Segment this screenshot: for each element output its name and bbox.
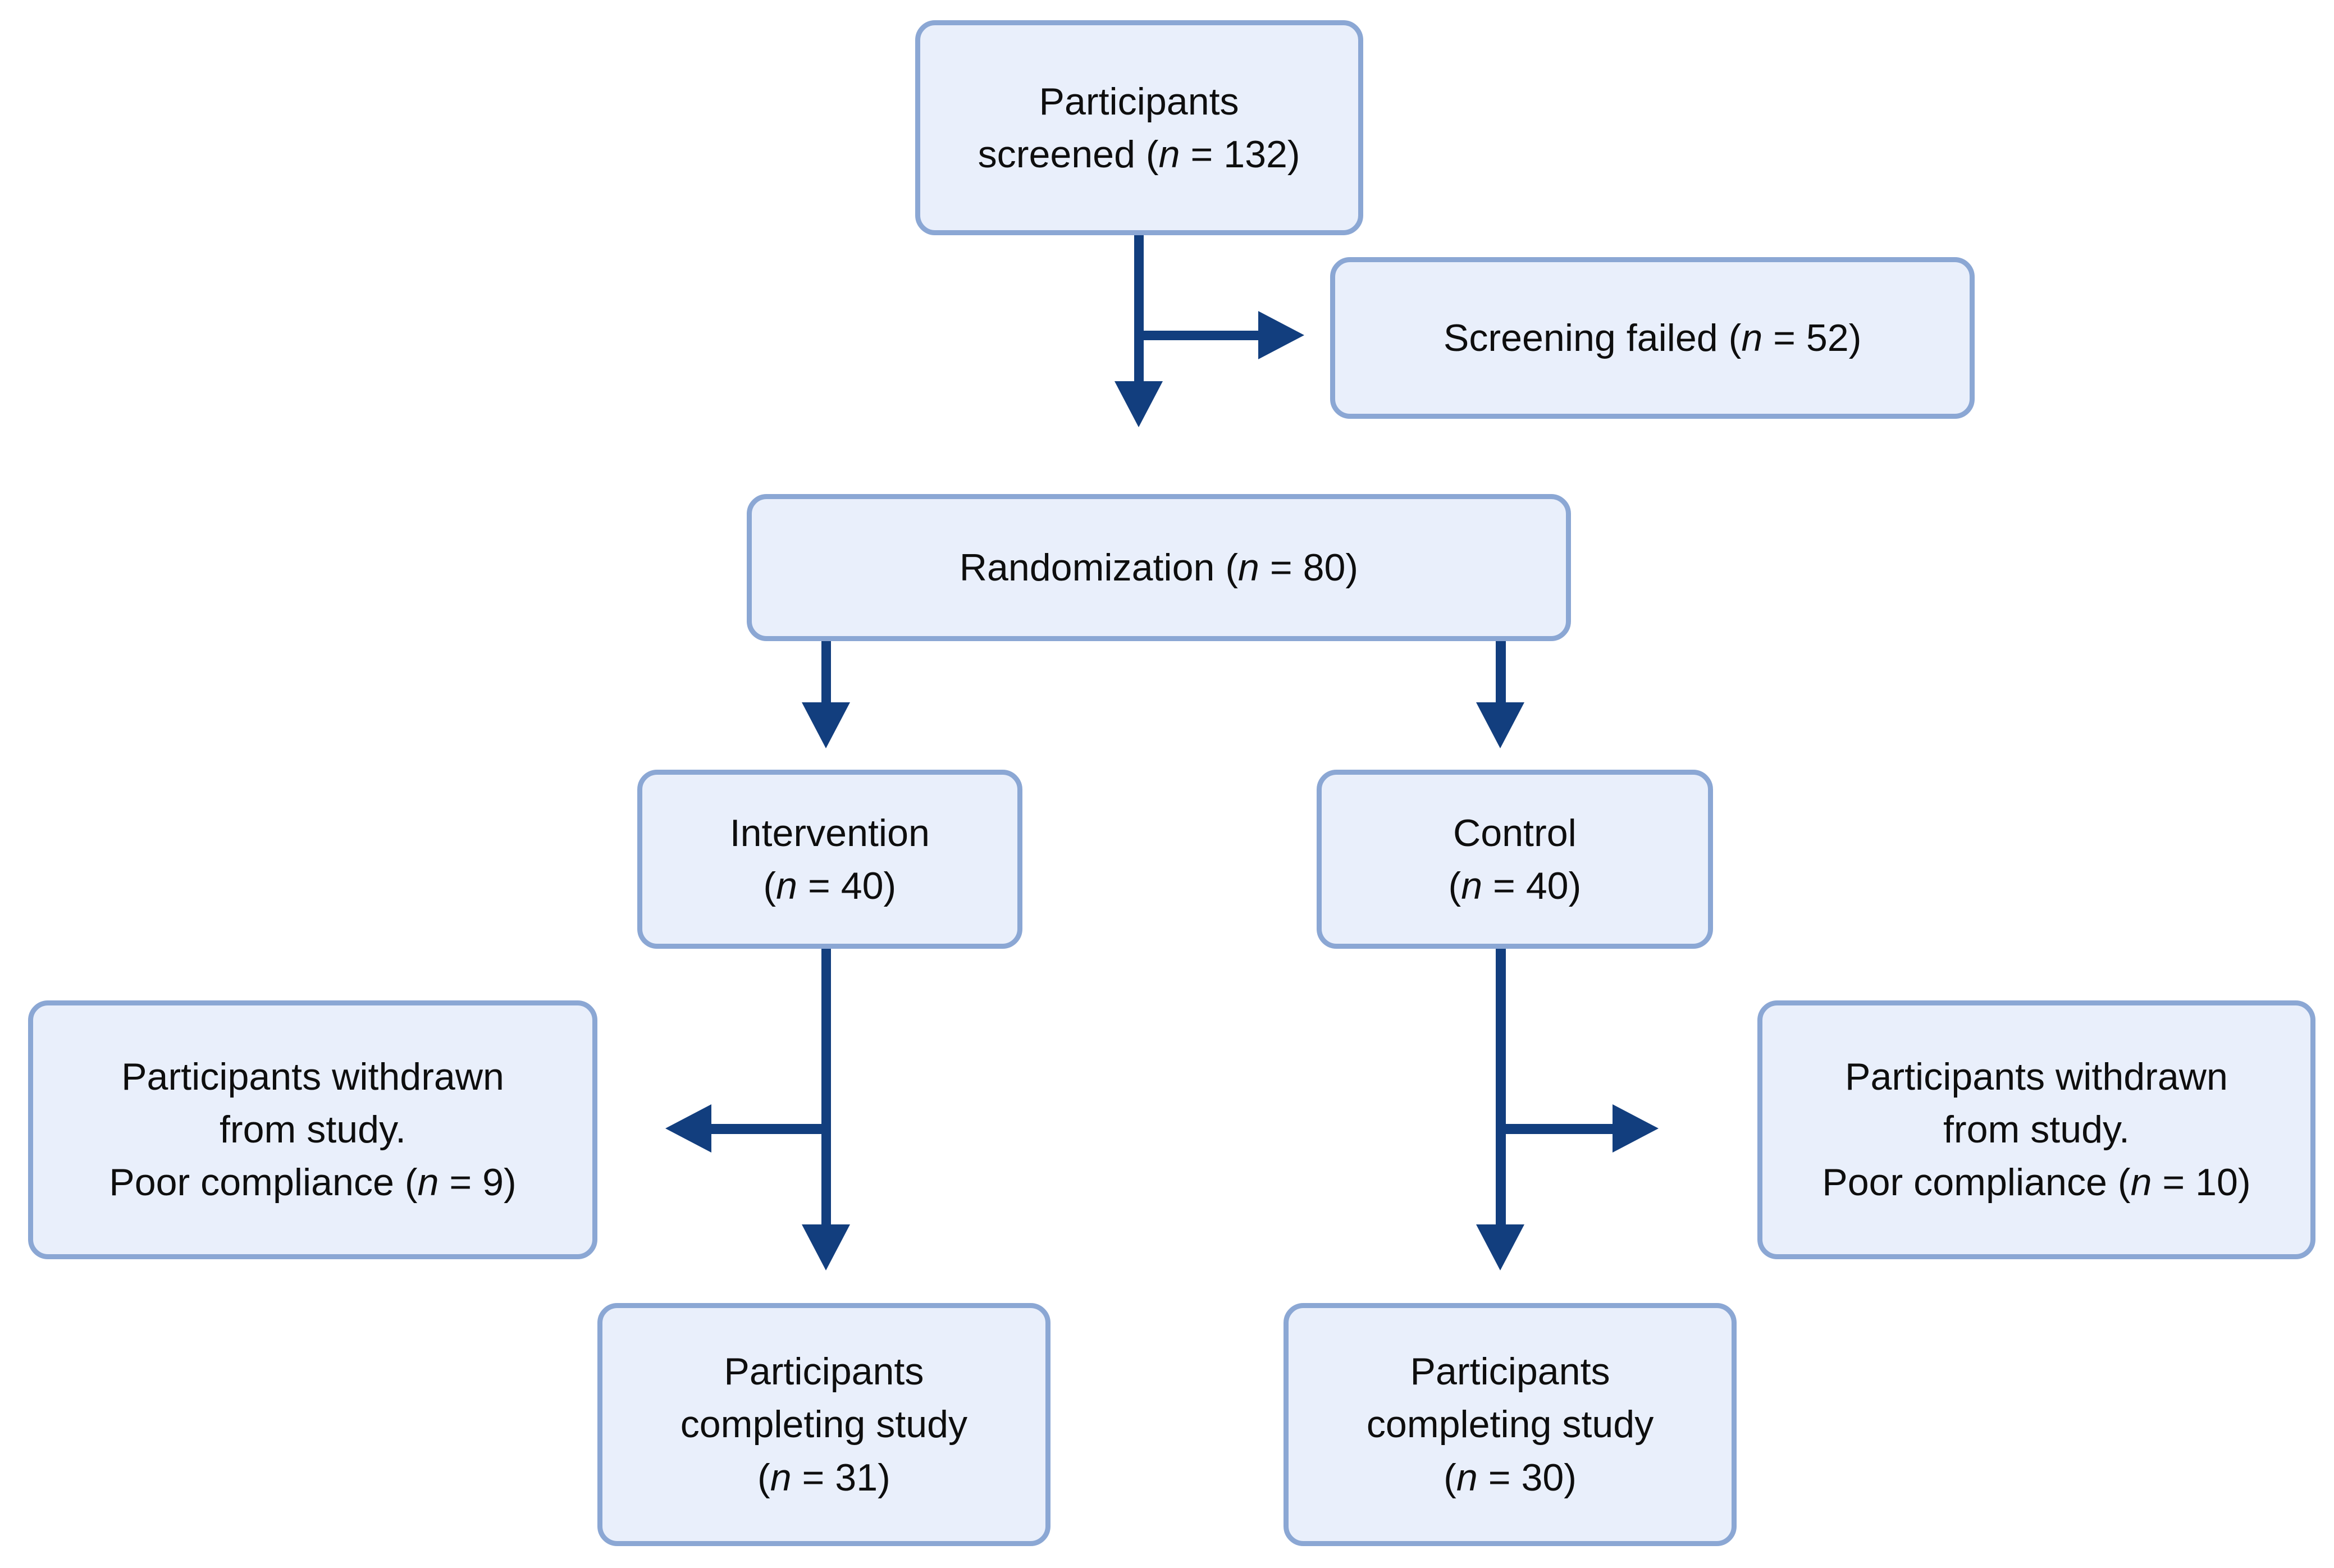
arrow-screened-down-line	[1134, 235, 1144, 381]
box-line: Poor compliance (n = 10)	[1822, 1161, 2251, 1204]
box-line: Randomization (n = 80)	[959, 546, 1359, 589]
box-line: Intervention	[729, 811, 930, 854]
arrowhead-down	[801, 1224, 850, 1271]
arrow-to-control-line	[1496, 641, 1506, 703]
box-line: Poor compliance (n = 9)	[109, 1161, 517, 1204]
box-line: (n = 30)	[1444, 1456, 1577, 1499]
box-line: (n = 31)	[757, 1456, 890, 1499]
box-completing-intervention: Participants completing study (n = 31)	[597, 1303, 1050, 1546]
arrow-screening-failed-line	[1139, 330, 1258, 341]
box-screening-failed: Screening failed (n = 52)	[1330, 257, 1975, 419]
arrow-control-down-line	[1496, 948, 1506, 1225]
arrow-intervention-down-line	[821, 948, 832, 1225]
box-intervention: Intervention (n = 40)	[637, 770, 1022, 949]
arrowhead-down	[1476, 1224, 1525, 1271]
arrow-withdrawn-intervention-line	[709, 1124, 831, 1134]
arrow-to-intervention-line	[821, 641, 832, 703]
arrowhead-down	[1476, 702, 1525, 749]
box-withdrawn-control: Participants withdrawn from study. Poor …	[1757, 1000, 2315, 1259]
box-completing-control: Participants completing study (n = 30)	[1284, 1303, 1737, 1546]
box-line: Participants	[724, 1350, 924, 1393]
arrowhead-down	[1114, 381, 1163, 427]
box-line: completing study	[1366, 1403, 1654, 1446]
arrow-withdrawn-control-line	[1496, 1124, 1613, 1134]
arrowhead-down	[801, 702, 850, 749]
arrowhead-right	[1258, 311, 1304, 360]
box-randomization: Randomization (n = 80)	[747, 493, 1571, 642]
box-line: (n = 40)	[763, 864, 897, 907]
arrowhead-right	[1613, 1104, 1659, 1153]
box-line: from study.	[1943, 1108, 2130, 1151]
box-participants-screened: Participants screened (n = 132)	[915, 20, 1363, 235]
box-line: screened (n = 132)	[978, 132, 1300, 176]
arrowhead-left	[665, 1104, 711, 1153]
box-line: Participants	[1039, 80, 1239, 123]
box-line: Screening failed (n = 52)	[1443, 316, 1862, 359]
box-withdrawn-intervention: Participants withdrawn from study. Poor …	[28, 1000, 598, 1259]
box-line: completing study	[680, 1403, 968, 1446]
box-line: Participants	[1410, 1350, 1610, 1393]
box-line: from study.	[220, 1108, 406, 1151]
box-line: Participants withdrawn	[1845, 1055, 2228, 1099]
box-line: Control	[1453, 811, 1577, 854]
box-control: Control (n = 40)	[1316, 770, 1714, 949]
box-line: Participants withdrawn	[121, 1055, 504, 1099]
box-line: (n = 40)	[1448, 864, 1582, 907]
